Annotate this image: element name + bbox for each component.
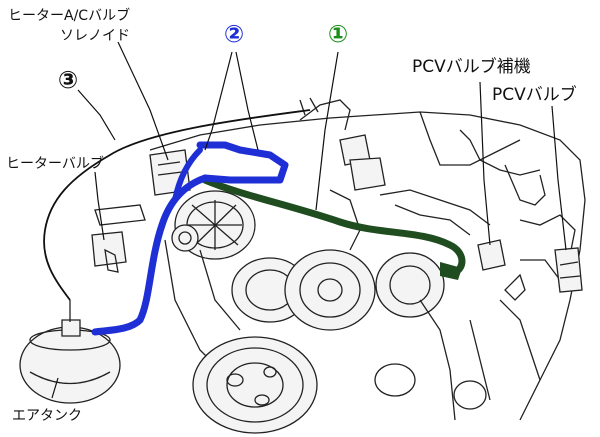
label-pcv-valve: PCVバルブ xyxy=(492,84,577,105)
label-heater-ac-solenoid-line2: ソレノイド xyxy=(60,28,130,44)
hose-2 xyxy=(91,141,289,336)
callout-1: ① xyxy=(328,20,348,48)
hose-3 xyxy=(43,109,311,301)
label-pcv-valve-auxiliary: PCVバルブ補機 xyxy=(412,56,531,77)
engine-illustration xyxy=(19,97,586,434)
label-heater-valve: ヒーターバルブ xyxy=(6,155,104,172)
callout-2: ② xyxy=(224,20,244,48)
label-heater-ac-solenoid-line1: ヒーターA/Cバルブ xyxy=(8,7,130,24)
label-air-tank: エアタンク xyxy=(12,408,82,424)
svg-text:①: ① xyxy=(328,20,348,48)
hose-1 xyxy=(201,176,466,276)
svg-text:②: ② xyxy=(224,20,244,48)
leader-lines xyxy=(51,41,567,399)
callout-3: ③ xyxy=(58,66,78,94)
svg-text:③: ③ xyxy=(58,66,78,94)
hose-1-end xyxy=(440,262,462,280)
